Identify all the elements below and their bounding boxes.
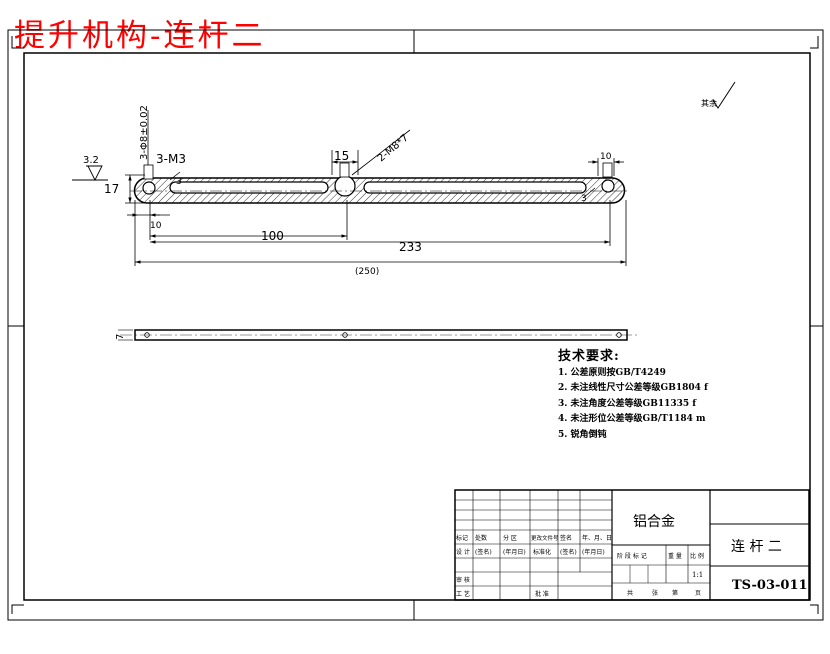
roughness-local-symbol [72, 165, 108, 182]
dim-r3-right: 3 [581, 194, 587, 204]
sheet-total: 共 [627, 589, 633, 597]
part-name-label: 连 杆 二 [731, 539, 782, 555]
drawing-title: 提升机构-连杆二 [14, 18, 266, 54]
tech-req-item: 3. 未注角度公差等级GB11335 f [558, 398, 697, 409]
tech-req-heading: 技术要求: [558, 349, 620, 364]
standard-sign: (签名) [560, 548, 577, 556]
tech-req-item: 2. 未注线性尺寸公差等级GB1804 f [558, 383, 708, 393]
weight-label: 重 量 [668, 552, 682, 560]
review-label: 审 核 [456, 576, 470, 584]
process-label: 工 艺 [456, 590, 470, 598]
front-view [130, 162, 630, 204]
title-block [454, 489, 810, 601]
standard-date: (年月日) [582, 548, 605, 556]
side-view [118, 329, 640, 341]
dim-r3-left: 3 [176, 177, 182, 187]
dim-17: 17 [104, 182, 119, 196]
scale-label: 1:1 [692, 571, 703, 579]
dim-thickness-7: 7 [115, 334, 126, 340]
right-slot [363, 181, 587, 194]
dim-left-10: 10 [150, 221, 162, 231]
dim-2-m8x7: 2-M8*7 [376, 133, 411, 165]
dim-250: (250) [355, 267, 379, 277]
right-hole [601, 179, 615, 193]
dim-15: 15 [334, 149, 349, 163]
left-slot [169, 181, 329, 194]
header-mark: 标记 [456, 534, 468, 542]
dim-3-phi8: 3-Φ8±0.02 [139, 105, 150, 160]
design-date: (年月日) [503, 548, 526, 556]
frame-marks [8, 30, 823, 620]
header-date: 年、月、日 [582, 534, 612, 542]
material-label: 铝合金 [633, 514, 675, 530]
middle-hole [334, 175, 356, 197]
outer-border [7, 29, 824, 621]
header-zone: 分 区 [503, 534, 517, 542]
tech-req-item: 4. 未注形位公差等级GB/T1184 m [558, 414, 706, 424]
dimensions [125, 110, 627, 266]
technical-requirements: 技术要求: 1. 公差原则按GB/T4249 2. 未注线性尺寸公差等级GB18… [558, 349, 708, 443]
design-sign: (签名) [475, 548, 492, 556]
stage-mark-label: 阶 段 标 记 [617, 552, 647, 560]
standard-label: 标准化 [533, 548, 551, 556]
sheet-page-unit: 页 [695, 590, 701, 597]
design-label: 设 计 [456, 548, 470, 556]
approve-label: 批 准 [535, 590, 549, 598]
roughness-other-label: 其余 [701, 98, 717, 108]
roughness-other-symbol: 其余 [701, 81, 736, 109]
dim-3-m3: 3-M3 [156, 152, 186, 166]
header-change-doc: 更改文件号 [531, 534, 559, 542]
title-block-text: 铝合金 连 杆 二 TS-03-011 1:1 标记 处数 分 区 更改文件号 … [456, 514, 808, 598]
roughness-local-label: 3.2 [83, 155, 99, 166]
tech-req-item: 5. 锐角倒钝 [558, 429, 607, 440]
dim-233: 233 [399, 240, 422, 254]
drawing-number-label: TS-03-011 [732, 578, 808, 593]
header-count: 处数 [475, 534, 487, 542]
dim-top-10: 10 [600, 152, 612, 162]
left-hole [142, 181, 156, 195]
header-sign: 签名 [560, 534, 572, 542]
dim-100: 100 [261, 229, 284, 243]
tech-req-item: 1. 公差原则按GB/T4249 [558, 367, 666, 378]
scale-header-label: 比 例 [690, 552, 704, 560]
sheet-unit: 张 [652, 589, 658, 597]
sheet-page: 第 [672, 589, 678, 597]
